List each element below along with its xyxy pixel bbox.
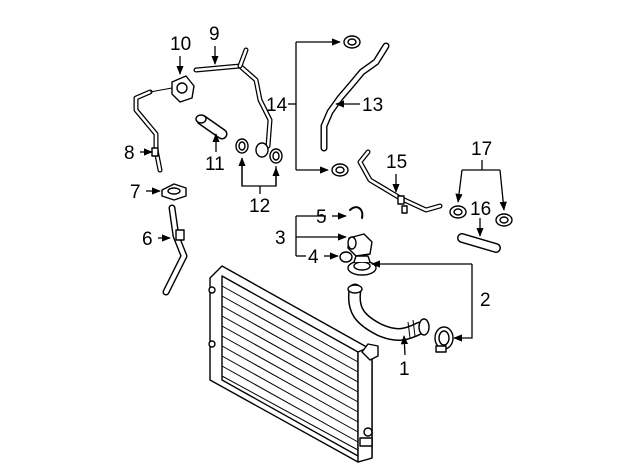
o-rings (235, 138, 283, 164)
callout-9: 9 (209, 24, 220, 45)
callout-15: 15 (386, 152, 407, 173)
thermostat-housing (347, 233, 373, 257)
callout-11: 11 (205, 154, 225, 175)
callout-6: 6 (142, 229, 153, 250)
callout-5: 5 (316, 207, 327, 228)
bleeder-hose (162, 204, 188, 296)
callout-16: 16 (470, 199, 491, 220)
upper-hose (320, 42, 390, 152)
callout-17: 17 (471, 139, 492, 160)
callout-4: 4 (308, 247, 319, 268)
hose-clamp-small (161, 183, 187, 201)
coolant-flange (149, 75, 195, 103)
callout-8: 8 (124, 143, 135, 164)
hose-clamp (434, 326, 454, 353)
coolant-pipe (133, 89, 163, 173)
callout-2: 2 (480, 290, 491, 311)
seal (349, 206, 364, 219)
callout-1: 1 (399, 359, 410, 380)
callout-7: 7 (130, 182, 141, 203)
hose-clamps-right (449, 205, 513, 227)
o-ring (339, 251, 353, 263)
short-hose (457, 233, 501, 253)
leader-lines (140, 38, 507, 356)
callout-12: 12 (249, 196, 270, 217)
hose-clamps-upper (331, 35, 361, 177)
heater-pipe (193, 47, 273, 158)
lower-radiator-hose (347, 283, 430, 341)
connector-hose (195, 114, 228, 140)
callout-13: 13 (362, 95, 383, 116)
thermostat (347, 255, 377, 276)
coolant-tube (357, 149, 443, 214)
callout-labels: 1 2 3 4 5 6 7 8 9 10 11 12 13 14 15 16 1… (124, 24, 492, 380)
callout-3: 3 (275, 228, 286, 249)
callout-10: 10 (170, 34, 191, 55)
radiator (208, 265, 379, 463)
callout-14: 14 (266, 95, 288, 116)
